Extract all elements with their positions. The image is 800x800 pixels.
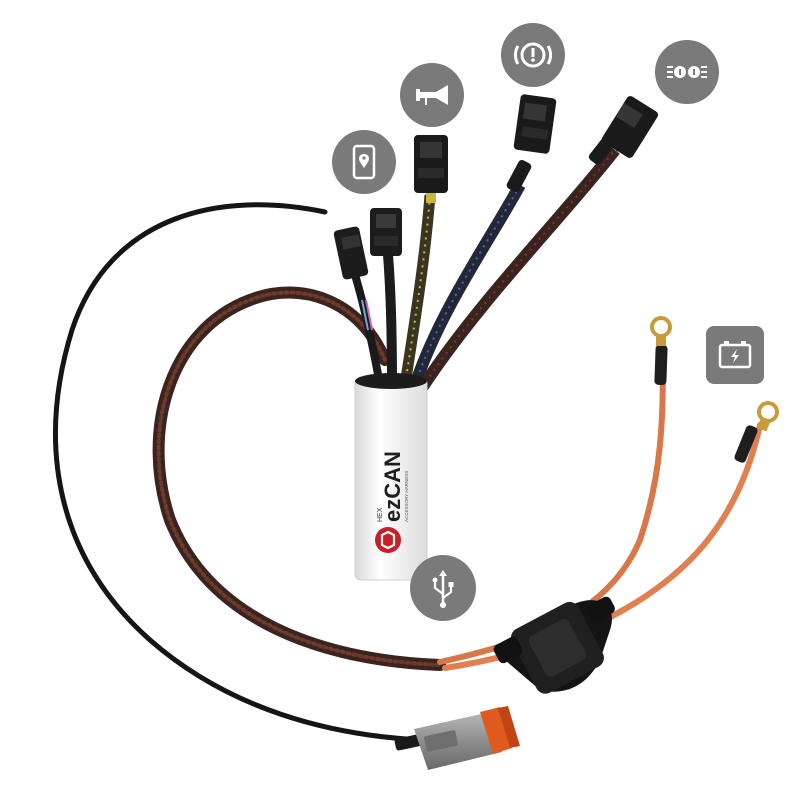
brand-small-text: HEX [377, 507, 384, 522]
lights-connector [601, 96, 659, 158]
phone-connector [333, 226, 369, 280]
brake-warning-icon [501, 23, 565, 87]
brake-connector [513, 94, 557, 154]
product-name-text: ezCAN [380, 451, 405, 522]
auxiliary-lights-icon [655, 40, 719, 104]
dt-connector [394, 706, 520, 770]
black-cable-long [53, 202, 423, 743]
horn-cable [383, 254, 397, 386]
product-tagline-text: ACCESSORY HARNESS [404, 471, 409, 522]
horn-connector-lower [370, 208, 402, 256]
ezcan-module: HEX ezCAN ACCESSORY HARNESS [354, 373, 428, 581]
horn-connector-upper [414, 135, 448, 203]
horn-icon [400, 63, 464, 127]
phone-location-icon [332, 130, 396, 194]
ring-terminal-2 [757, 401, 779, 432]
battery-icon [706, 326, 764, 384]
hex-logo-icon [375, 527, 401, 553]
fuse-holder [493, 596, 615, 694]
ring-terminal-1 [650, 316, 672, 346]
usb-icon [410, 555, 476, 621]
brown-braid-right [416, 146, 620, 392]
